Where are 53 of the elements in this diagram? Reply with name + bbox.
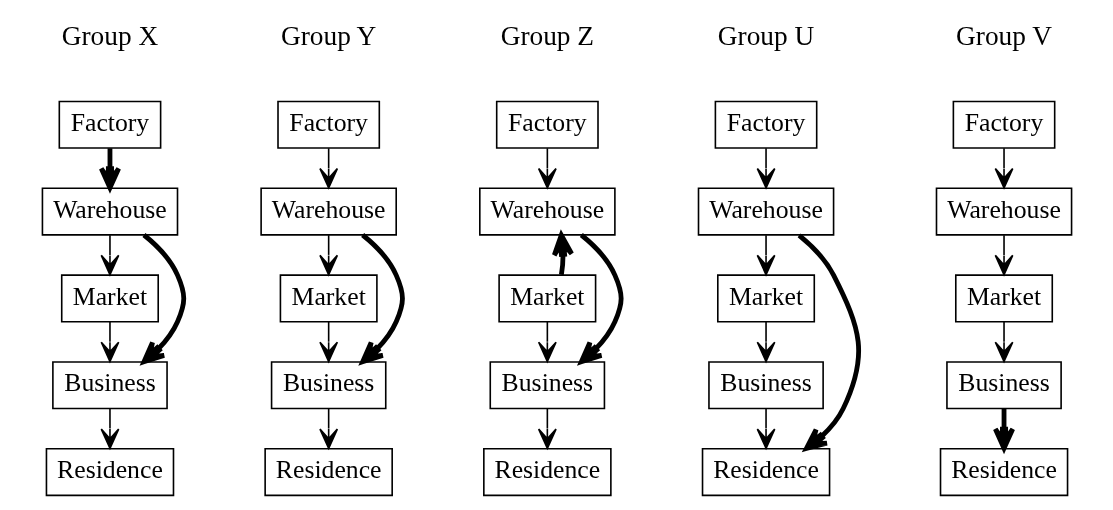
node-box: Residence	[939, 447, 1068, 497]
node-box: Factory	[58, 100, 161, 149]
node-box: Residence	[45, 447, 174, 497]
arrow	[318, 321, 338, 363]
arrow	[318, 234, 338, 276]
node-box: Residence	[482, 447, 612, 497]
node-box: Factory	[276, 100, 380, 149]
arrow	[100, 321, 119, 363]
label: Group U	[717, 20, 814, 51]
label: Group Y	[280, 20, 376, 51]
node-box: Residence	[263, 447, 393, 497]
arrow	[994, 147, 1013, 189]
node-box: Warehouse	[259, 187, 397, 236]
arrow	[797, 233, 861, 451]
label: Group X	[61, 20, 158, 51]
arrow	[141, 233, 186, 365]
arrow	[578, 233, 623, 365]
node-box: Business	[270, 361, 387, 410]
arrow	[537, 321, 557, 363]
arrow	[318, 147, 338, 189]
node-box: Market	[716, 274, 815, 323]
node-box: Market	[497, 274, 596, 323]
node-box: Market	[279, 274, 378, 323]
node-box: Factory	[952, 100, 1055, 149]
node-box: Residence	[701, 447, 830, 497]
label: Group Z	[500, 20, 594, 51]
label: Group V	[955, 20, 1052, 51]
arrow	[756, 234, 776, 276]
node-box: Warehouse	[697, 187, 834, 236]
arrow	[537, 147, 557, 189]
node-box: Business	[51, 361, 168, 410]
arrow	[756, 408, 776, 450]
node-box: Market	[954, 274, 1053, 323]
arrow	[98, 148, 121, 191]
arrow	[994, 234, 1013, 276]
node-box: Warehouse	[41, 187, 178, 236]
node-box: Business	[488, 361, 605, 410]
arrow	[359, 233, 405, 365]
arrow	[537, 408, 557, 450]
arrow	[756, 321, 776, 363]
node-box: Business	[945, 361, 1062, 410]
arrow	[551, 232, 574, 276]
arrow	[994, 321, 1013, 363]
node-box: Factory	[495, 100, 599, 149]
arrow	[756, 147, 776, 189]
node-box: Factory	[714, 100, 817, 149]
node-box: Business	[707, 361, 824, 410]
arrow	[318, 408, 338, 450]
node-box: Warehouse	[935, 187, 1072, 236]
node-box: Warehouse	[478, 187, 616, 236]
arrow	[100, 234, 119, 276]
node-box: Market	[60, 274, 159, 323]
arrow	[100, 408, 119, 450]
